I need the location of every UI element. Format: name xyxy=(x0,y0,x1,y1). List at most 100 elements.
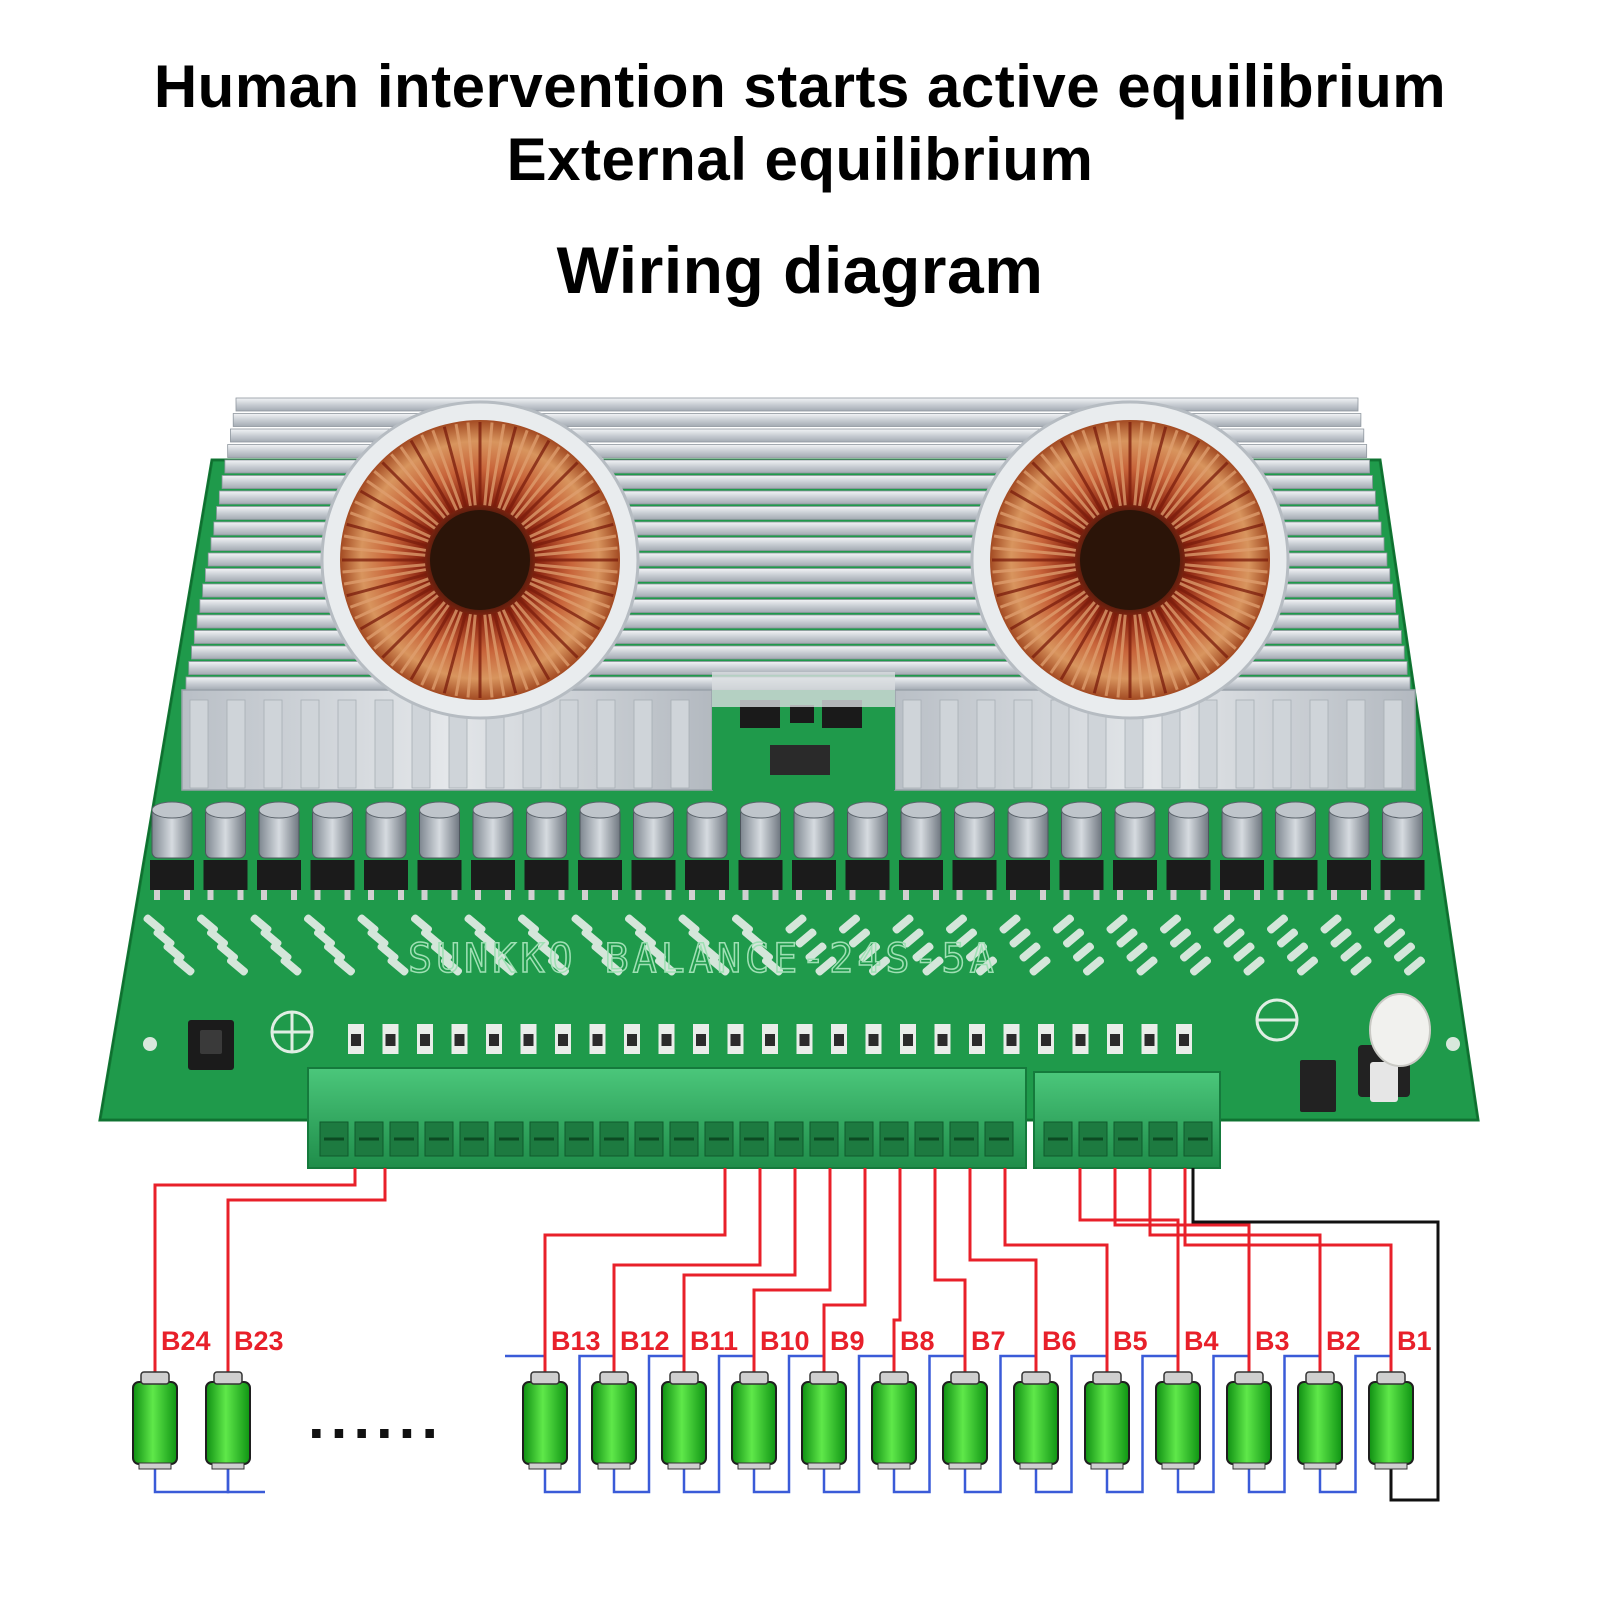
heat-sink-rib xyxy=(1198,699,1218,789)
coil-winding xyxy=(1116,422,1127,506)
solder-pad xyxy=(761,956,784,976)
ellipsis: ...... xyxy=(308,1384,444,1451)
coil-winding xyxy=(1183,534,1267,552)
solder-pad xyxy=(1116,928,1138,948)
coil-winding xyxy=(492,426,518,508)
battery-cell xyxy=(1226,1381,1272,1465)
coil-winding xyxy=(390,601,446,667)
positive-wire xyxy=(1148,1168,1322,1372)
solder-pad xyxy=(260,928,282,948)
heat-sink-rib xyxy=(670,699,690,789)
capacitor-top xyxy=(1007,801,1049,819)
battery-label: B6 xyxy=(1042,1326,1077,1356)
positive-wire xyxy=(153,1168,357,1372)
positive-wire xyxy=(1183,1168,1393,1372)
pad-array xyxy=(143,914,1426,976)
coil-winding xyxy=(1009,489,1084,534)
coil-winding xyxy=(501,434,540,511)
coil-winding xyxy=(1147,611,1179,691)
positive-wire xyxy=(1003,1168,1109,1372)
solder-pad xyxy=(153,928,175,948)
battery-cell xyxy=(942,1381,988,1465)
battery-label: B9 xyxy=(830,1326,865,1356)
battery-cell xyxy=(731,1381,777,1465)
coil-winding xyxy=(517,461,579,523)
coil-winding xyxy=(532,572,614,598)
coil-winding xyxy=(1142,426,1168,508)
battery-terminal xyxy=(950,1371,980,1385)
mosfet xyxy=(1273,860,1318,890)
solder-pad xyxy=(333,956,356,976)
coil-winding xyxy=(1092,612,1118,694)
battery-cell xyxy=(801,1381,847,1465)
coil-winding xyxy=(466,422,477,506)
coil-winding xyxy=(506,606,551,681)
mosfet xyxy=(1327,860,1371,890)
coil-winding xyxy=(420,609,459,686)
battery-terminal xyxy=(1021,1371,1051,1385)
solder-pad xyxy=(1383,928,1406,948)
solder-pad xyxy=(698,942,720,962)
coil-winding xyxy=(524,590,594,641)
positive-wire xyxy=(1078,1168,1180,1372)
battery-cell xyxy=(205,1381,251,1465)
solder-pad xyxy=(1082,956,1105,976)
solder-pad xyxy=(1286,942,1309,962)
coil-winding xyxy=(1116,614,1127,698)
coil-winding xyxy=(409,439,454,514)
coil-winding xyxy=(342,546,426,557)
coil-winding xyxy=(442,426,468,508)
solder-pad xyxy=(1393,942,1416,962)
positive-wire xyxy=(543,1168,727,1372)
coil-winding xyxy=(526,489,601,534)
coil-winding xyxy=(1004,500,1081,539)
heat-sink-rib xyxy=(522,699,542,789)
coil-winding xyxy=(1092,426,1118,508)
coil-winding xyxy=(1174,590,1244,641)
minus-symbol-icon xyxy=(1255,998,1299,1042)
coil-winding xyxy=(497,429,529,509)
solder-pad xyxy=(464,914,486,934)
coil-winding xyxy=(1171,594,1237,650)
capacitor-top xyxy=(1061,801,1102,819)
heat-sink-rib xyxy=(1272,699,1292,789)
coil-winding xyxy=(1023,594,1089,650)
heat-sink-rib xyxy=(411,699,431,789)
capacitor-top xyxy=(740,801,781,819)
coil-winding xyxy=(342,563,426,574)
coil-winding xyxy=(399,446,450,516)
positive-wire xyxy=(226,1168,387,1372)
coil-winding xyxy=(381,597,443,659)
coil-winding xyxy=(1181,577,1261,609)
heat-sink-rib xyxy=(189,699,209,789)
terminal-block-small xyxy=(1033,1071,1221,1169)
battery-label: B8 xyxy=(900,1326,935,1356)
capacitor-top xyxy=(954,801,995,819)
coil-winding xyxy=(354,581,431,620)
battery-cell xyxy=(1297,1381,1343,1465)
battery-terminal xyxy=(213,1371,243,1385)
capacitor-top xyxy=(419,801,460,819)
heat-sink-rib xyxy=(1346,699,1366,789)
solder-pad xyxy=(377,942,399,962)
solder-pad xyxy=(527,928,550,948)
solder-pad xyxy=(741,928,764,948)
coil-winding xyxy=(1174,479,1244,530)
coil-winding xyxy=(1182,522,1264,548)
coil-winding xyxy=(524,479,594,530)
coil-winding xyxy=(996,522,1078,548)
coil-winding xyxy=(1183,568,1267,586)
coil-winding xyxy=(1184,546,1268,557)
solder-pad xyxy=(323,942,346,962)
coil-winding xyxy=(1167,597,1229,659)
solder-pad xyxy=(387,956,409,976)
mosfet xyxy=(631,860,676,890)
heat-sink-rib xyxy=(300,699,320,789)
mosfet xyxy=(1166,860,1211,890)
capacitor-top xyxy=(579,801,621,819)
coil-winding xyxy=(483,614,494,698)
capacitor-top xyxy=(633,801,674,819)
solder-pad xyxy=(430,942,453,962)
solder-pad xyxy=(785,914,807,934)
coil-winding xyxy=(1138,613,1156,697)
